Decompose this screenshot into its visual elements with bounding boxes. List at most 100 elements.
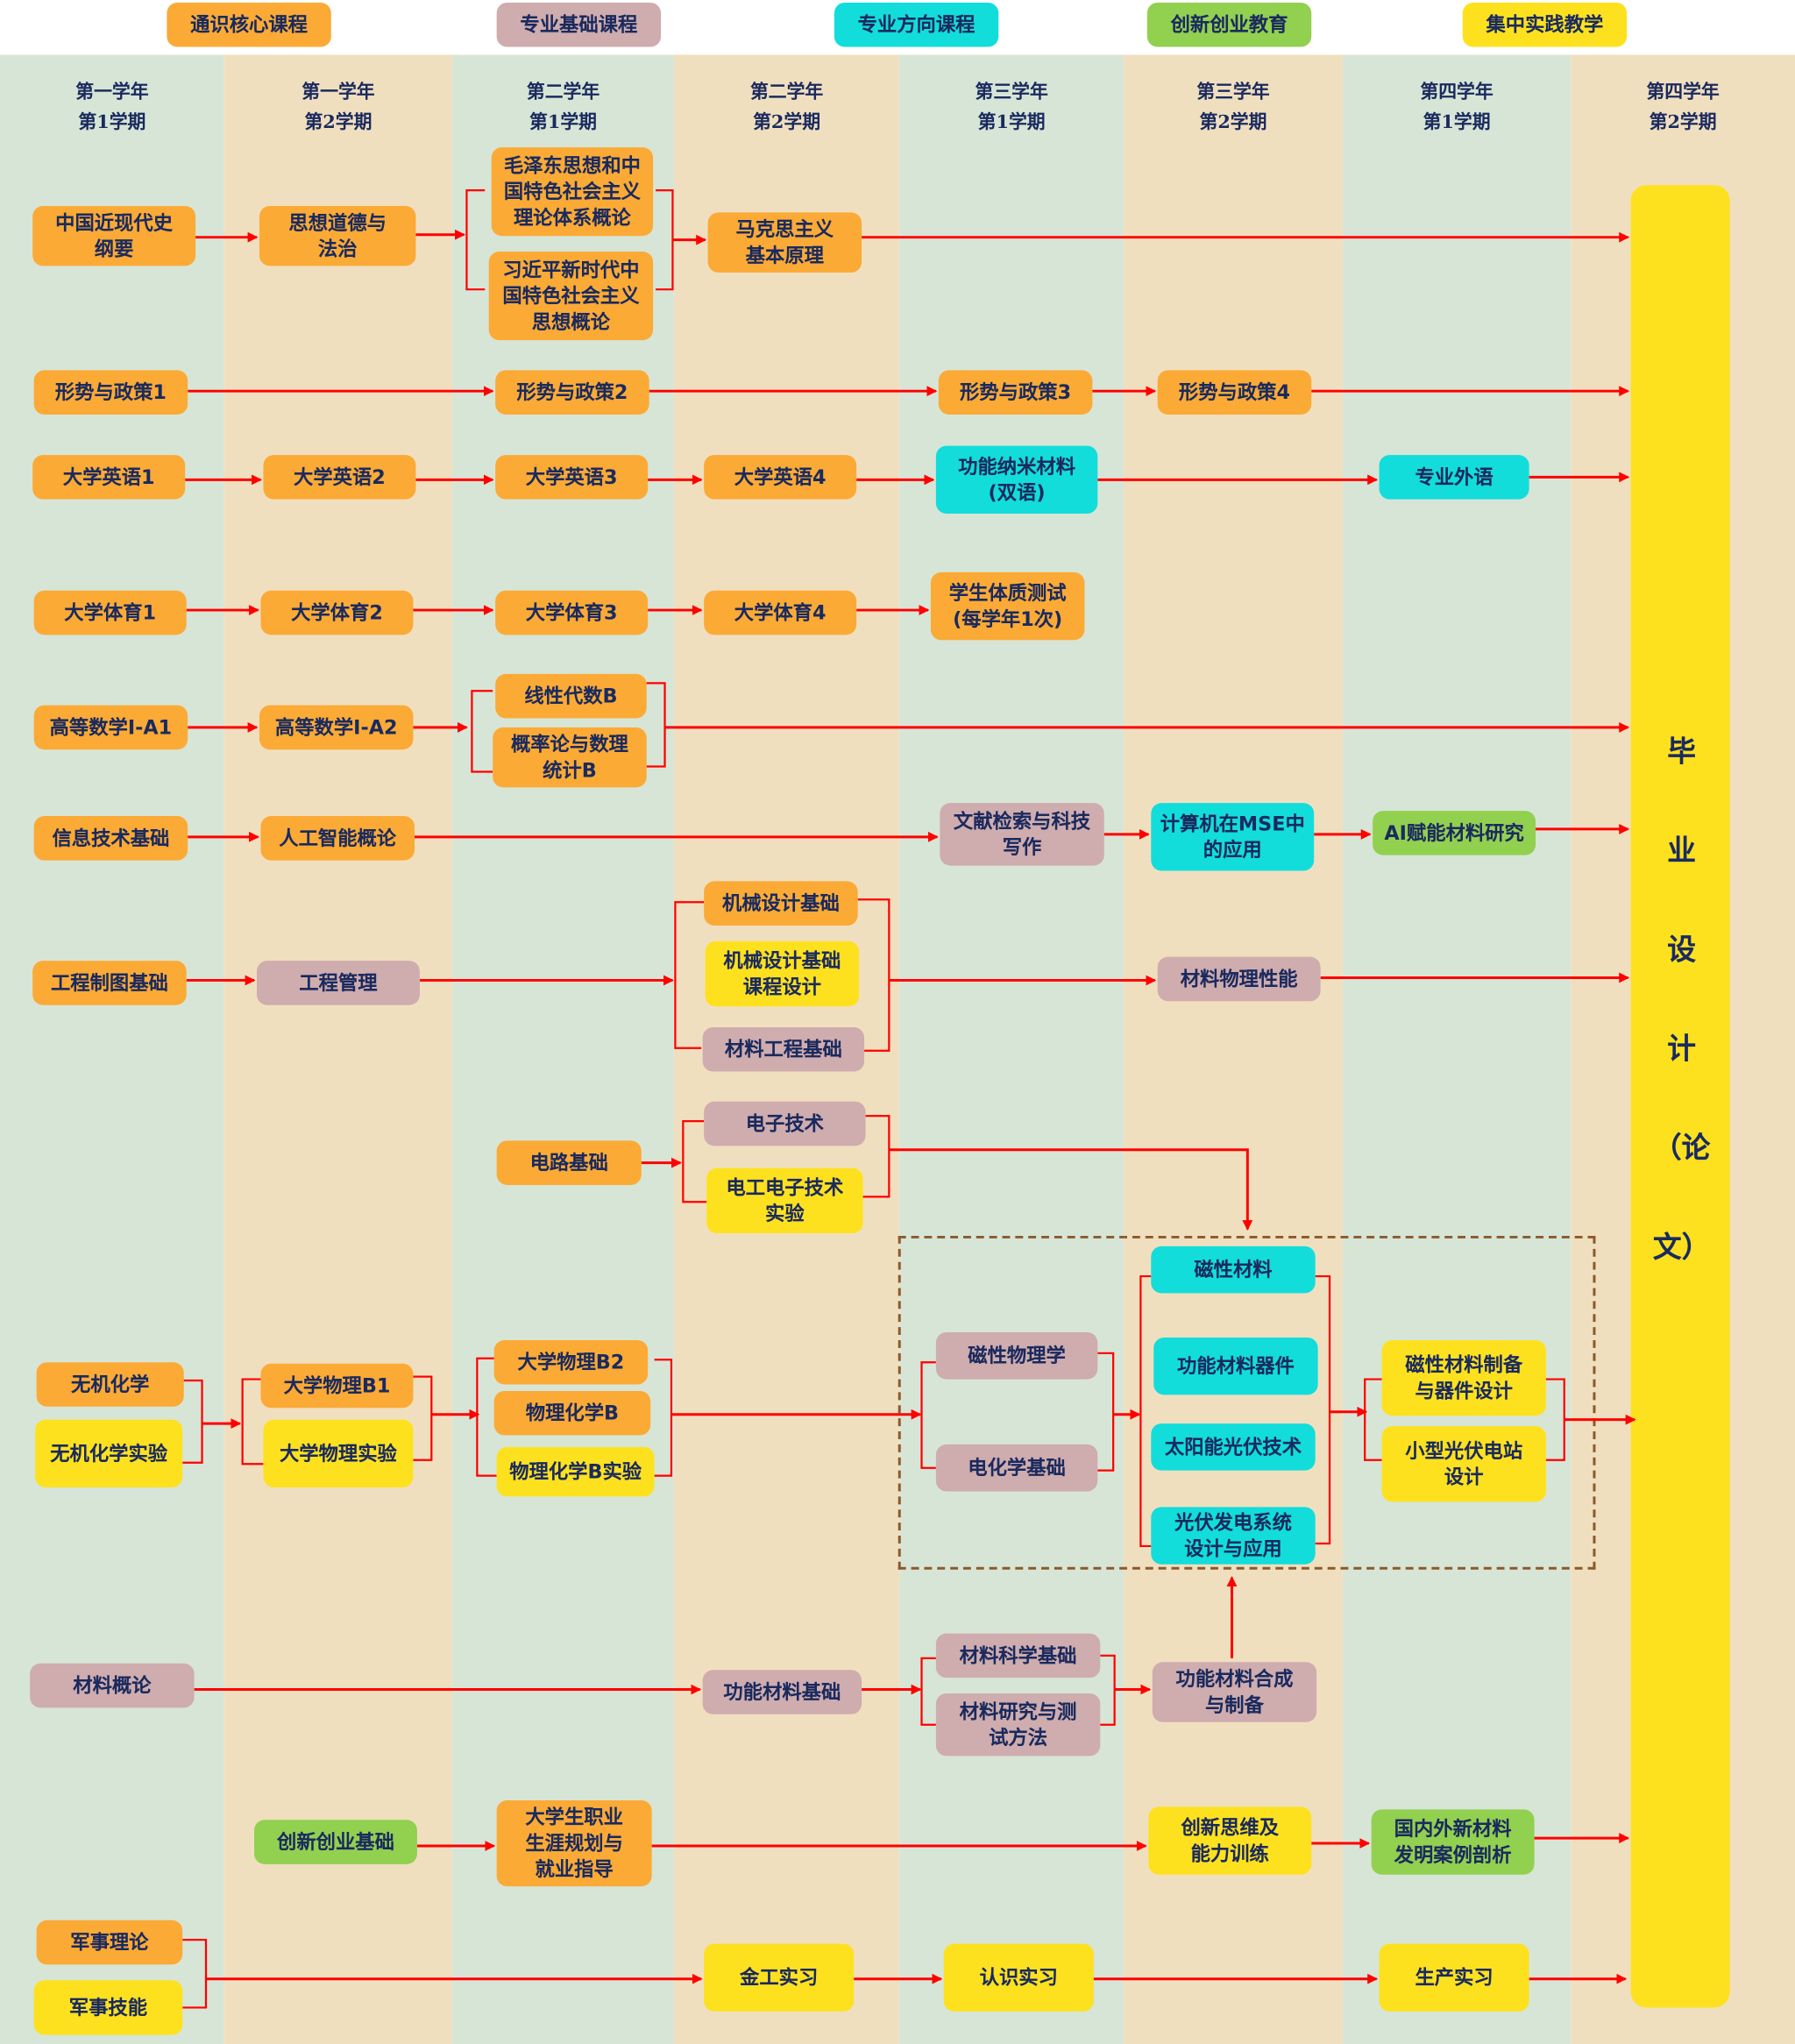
term-label: 第2学期 [1199,111,1267,133]
course-box: 专业外语 [1379,455,1529,500]
semester-header: 第三学年第2学期 [1155,78,1311,138]
course-box: 材料物理性能 [1157,956,1321,1002]
bracket [465,189,486,291]
semester-column [223,54,453,2044]
bracket [857,898,890,1052]
course-box: 磁性材料制备 与器件设计 [1381,1339,1546,1416]
specialization-group-frame [898,1235,1596,1570]
term-label: 第1学期 [977,111,1046,133]
course-box: 功能材料合成 与制备 [1152,1662,1317,1722]
bracket [182,1379,203,1464]
course-box: 中国近现代史 纲要 [32,205,196,266]
course-box: 军事技能 [33,1980,183,2035]
course-box: 国内外新材料 发明案例剖析 [1371,1809,1535,1875]
bracket [471,690,493,773]
course-box: 大学英语2 [263,455,416,500]
legend-innovation: 创新创业教育 [1146,2,1312,47]
semester-header: 第四学年第1学期 [1379,78,1535,138]
term-label: 第1学期 [78,111,146,133]
bracket [1545,1378,1565,1461]
course-box: 大学英语4 [704,455,857,500]
course-box: 高等数学I-A2 [259,705,414,750]
course-box: 功能材料基础 [702,1670,862,1714]
course-box: 大学体育1 [33,590,187,635]
semester-header: 第一学年第1学期 [34,78,190,138]
course-box: 机械设计基础 课程设计 [705,940,860,1007]
course-box: 电工电子技术 实验 [706,1167,863,1233]
bracket [182,1938,208,2009]
course-box: 物理化学B [493,1390,651,1436]
year-label: 第一学年 [75,82,149,103]
course-box: 太阳能光伏技术 [1151,1423,1316,1471]
course-box: 形势与政策4 [1157,370,1312,415]
bracket [413,1375,433,1461]
bracket [1100,1654,1116,1726]
year-label: 第二学年 [526,82,600,103]
semester-header: 第三学年第1学期 [933,78,1089,138]
bracket [1364,1378,1382,1461]
course-box: 大学物理实验 [263,1419,414,1488]
semester-header: 第四学年第2学期 [1605,78,1761,138]
term-label: 第2学期 [304,111,372,133]
course-box: 大学物理B1 [260,1363,414,1409]
course-box: 电化学基础 [935,1444,1098,1492]
course-box: 金工实习 [704,1943,855,2012]
course-box: 思想道德与 法治 [259,205,416,266]
course-box: 材料工程基础 [702,1026,865,1072]
course-box: 概率论与数理 统计B [493,727,647,788]
course-box: 学生体质测试 (每学年1次) [930,571,1085,641]
arrow [889,1148,1253,1231]
course-box: 功能纳米材料 (双语) [935,445,1098,514]
course-box: 高等数学I-A1 [33,705,188,750]
legend-general: 通识核心课程 [167,2,331,47]
course-box: 文献检索与科技 写作 [940,803,1104,866]
course-box: 大学物理B2 [493,1339,649,1385]
bracket [862,1115,890,1198]
bracket [1097,1352,1115,1472]
semester-header: 第二学年第1学期 [485,78,641,138]
course-box: 形势与政策3 [938,370,1093,415]
course-box: 材料概论 [30,1663,195,1708]
course-box: 线性代数B [495,673,647,719]
course-box: 无机化学实验 [35,1419,183,1488]
course-box: 工程制图基础 [32,961,187,1005]
course-box: 无机化学 [36,1362,184,1407]
year-label: 第二学年 [749,82,824,103]
year-label: 第四学年 [1420,82,1493,103]
bracket [654,1359,673,1477]
course-box: 马克思主义 基本原理 [707,212,862,273]
course-box: 毛泽东思想和中 国特色社会主义 理论体系概论 [491,147,654,237]
course-box: 磁性材料 [1151,1246,1316,1294]
course-box: 材料研究与测 试方法 [935,1693,1101,1757]
bracket [646,682,666,768]
legend-practice: 集中实践教学 [1462,2,1628,47]
course-box: 大学体育3 [495,590,649,635]
bracket [674,901,705,1049]
course-box: 大学英语3 [495,455,649,500]
course-box: 军事理论 [36,1920,183,1965]
thesis-label: 毕 业 设 计 （论 文） [1652,736,1711,1265]
year-label: 第一学年 [302,82,375,103]
bracket [682,1119,707,1203]
course-box: 认识实习 [943,1943,1094,2012]
course-box: 小型光伏电站 设计 [1381,1426,1546,1502]
course-box: 信息技术基础 [33,816,188,861]
bracket [656,189,674,291]
course-box: 电路基础 [496,1140,642,1185]
year-label: 第三学年 [975,82,1048,103]
course-box: 材料科学基础 [935,1633,1101,1678]
legend-foundation: 专业基础课程 [496,2,662,47]
course-box: 物理化学B实验 [496,1446,655,1497]
course-box: 磁性物理学 [935,1332,1098,1380]
course-box: 生产实习 [1379,1943,1529,2012]
semester-header: 第一学年第2学期 [260,78,416,138]
course-box: 人工智能概论 [260,816,415,861]
course-box: 形势与政策1 [33,370,188,415]
course-box: 大学体育2 [260,590,414,635]
term-label: 第1学期 [1423,111,1491,133]
course-box: 工程管理 [256,961,420,1005]
semester-column [1342,54,1572,2044]
bracket [920,1361,936,1469]
